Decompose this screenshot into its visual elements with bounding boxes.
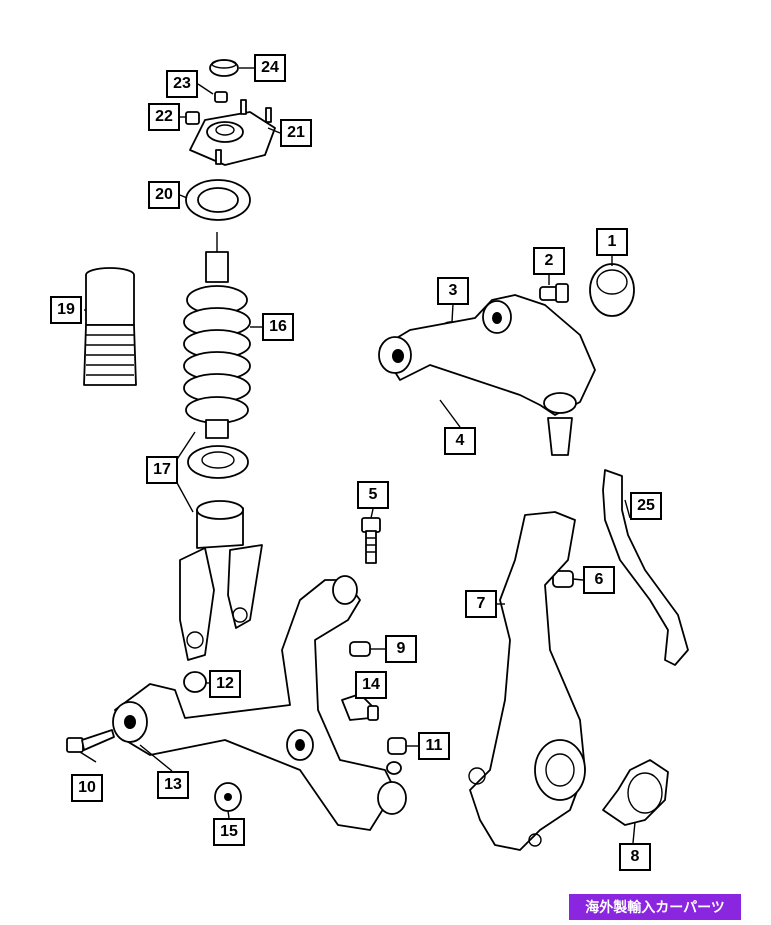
callout-23[interactable]: 23 — [166, 70, 198, 98]
part-19-boot — [83, 267, 137, 386]
part-22-nut — [185, 111, 200, 125]
part-21-top-mount — [189, 99, 276, 166]
callout-17[interactable]: 17 — [146, 456, 178, 484]
part-9-nut — [349, 641, 371, 657]
part-11-nut — [387, 737, 407, 755]
callout-22[interactable]: 22 — [148, 103, 180, 131]
part-13-lower-arm — [112, 575, 407, 831]
callout-3[interactable]: 3 — [437, 277, 469, 305]
part-8-shield — [602, 759, 669, 826]
part-12-nut — [183, 671, 207, 693]
part-15-nut — [214, 782, 242, 812]
callout-16[interactable]: 16 — [262, 313, 294, 341]
part-17-lower-seat — [169, 431, 249, 513]
shop-banner[interactable]: 海外製輸入カーパーツ — [569, 894, 741, 920]
part-7-knuckle — [468, 511, 586, 851]
part-1-bushing — [589, 263, 635, 317]
part-10-bolt — [66, 729, 115, 753]
callout-20[interactable]: 20 — [148, 181, 180, 209]
callout-9[interactable]: 9 — [385, 635, 417, 663]
part-2-bolt — [539, 283, 569, 303]
callout-10[interactable]: 10 — [71, 774, 103, 802]
callout-2[interactable]: 2 — [533, 247, 565, 275]
part-23-nut — [214, 91, 228, 103]
callout-4[interactable]: 4 — [444, 427, 476, 455]
callout-13[interactable]: 13 — [157, 771, 189, 799]
part-4-upper-arm — [378, 294, 596, 456]
part-25-bracket — [602, 469, 689, 666]
callout-11[interactable]: 11 — [418, 732, 450, 760]
callout-15[interactable]: 15 — [213, 818, 245, 846]
callout-12[interactable]: 12 — [209, 670, 241, 698]
callout-8[interactable]: 8 — [619, 843, 651, 871]
part-20-seat — [185, 179, 251, 221]
callout-7[interactable]: 7 — [465, 590, 497, 618]
part-14-sensor — [341, 693, 379, 721]
callout-5[interactable]: 5 — [357, 481, 389, 509]
part-24-cap — [209, 59, 239, 77]
callout-19[interactable]: 19 — [50, 296, 82, 324]
callout-21[interactable]: 21 — [280, 119, 312, 147]
callout-25[interactable]: 25 — [630, 492, 662, 520]
part-5-bolt — [361, 517, 381, 564]
callout-6[interactable]: 6 — [583, 566, 615, 594]
callout-24[interactable]: 24 — [254, 54, 286, 82]
callout-14[interactable]: 14 — [355, 671, 387, 699]
strut-fork — [179, 500, 263, 661]
callout-1[interactable]: 1 — [596, 228, 628, 256]
part-16-strut — [183, 232, 251, 439]
